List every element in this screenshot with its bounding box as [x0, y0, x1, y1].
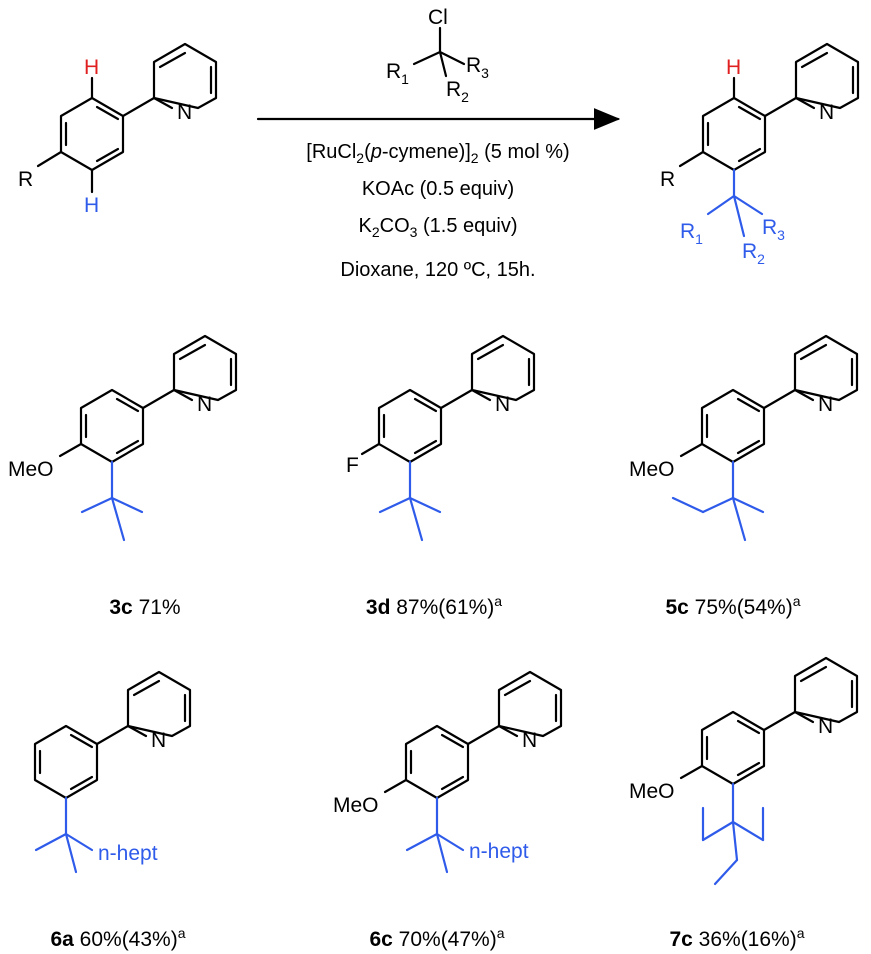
compound-5c-caption: 5c 75%(54%)a	[665, 593, 800, 619]
compound-3c	[58, 334, 238, 542]
compound-3c-n: N	[197, 393, 212, 416]
product-r3: R3	[762, 216, 785, 243]
compound-7c-substituent: MeO	[629, 780, 675, 803]
compound-6a-alkyl: n-hept	[98, 842, 158, 865]
reagent-r1: R1	[386, 60, 409, 87]
product-new-alkyl	[706, 168, 764, 238]
compound-5c-n: N	[818, 393, 833, 416]
compound-6a-caption: 6a 60%(43%)a	[50, 925, 185, 951]
compound-6c-n: N	[522, 729, 537, 752]
product-h-top: H	[726, 56, 741, 79]
compound-5c	[671, 334, 859, 542]
product-n: N	[819, 101, 834, 124]
product-r2: R2	[742, 240, 765, 267]
compound-3d	[360, 334, 536, 542]
condition-solvent: Dioxane, 120 ºC, 15h.	[340, 259, 535, 281]
compound-7c-caption: 7c 36%(16%)a	[669, 925, 804, 951]
reagent-structure	[412, 26, 466, 78]
compound-3c-caption: 3c 71%	[109, 596, 180, 619]
compound-6c-caption: 6c 70%(47%)a	[369, 925, 504, 951]
compound-3c-substituent: MeO	[8, 458, 54, 481]
condition-base1: KOAc (0.5 equiv)	[362, 178, 514, 200]
substrate-structure	[36, 42, 218, 194]
compound-6c	[383, 670, 563, 874]
compound-7c-n: N	[818, 715, 833, 738]
compound-3d-substituent: F	[346, 454, 359, 477]
product-r: R	[660, 168, 675, 191]
condition-base2: K2CO3 (1.5 equiv)	[359, 215, 518, 240]
substrate-r: R	[18, 168, 33, 191]
compound-6a-n: N	[151, 729, 166, 752]
compound-6c-alkyl: n-hept	[469, 840, 529, 863]
reagent-r3: R3	[466, 54, 489, 81]
product-r1: R1	[680, 220, 703, 247]
compound-3d-n: N	[495, 393, 510, 416]
compound-6c-substituent: MeO	[333, 794, 379, 817]
substrate-h-bottom: H	[84, 194, 99, 217]
substrate-n: N	[177, 101, 192, 124]
compound-5c-substituent: MeO	[629, 458, 675, 481]
condition-catalyst: [RuCl2(p-cymene)]2 (5 mol %)	[306, 141, 569, 166]
compound-3d-caption: 3d 87%(61%)a	[366, 593, 502, 619]
compound-7c	[679, 656, 859, 886]
substrate-h-top: H	[84, 56, 99, 79]
reagent-r2: R2	[446, 78, 469, 105]
reagent-cl: Cl	[428, 6, 448, 29]
compound-6a	[33, 670, 192, 874]
